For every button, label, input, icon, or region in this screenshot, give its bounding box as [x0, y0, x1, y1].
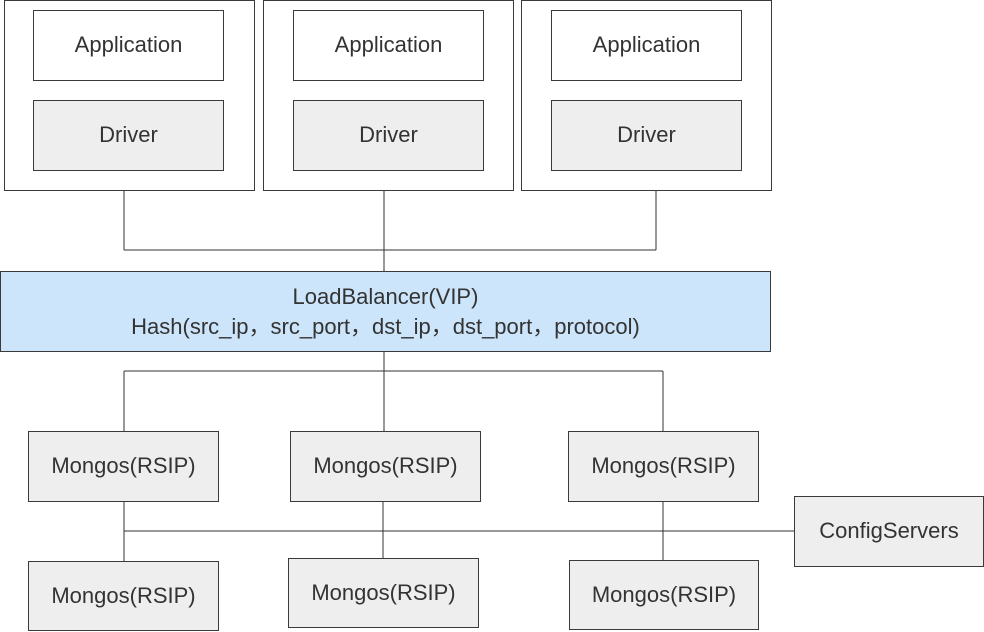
- config-servers-box: ConfigServers: [794, 496, 984, 567]
- application-box-3: Application: [551, 10, 742, 81]
- application-box-2: Application: [293, 10, 484, 81]
- driver-box-3: Driver: [551, 100, 742, 171]
- mongos-node-bottom-2: Mongos(RSIP): [288, 558, 479, 628]
- mongos-node-bottom-3: Mongos(RSIP): [569, 560, 759, 630]
- mongos-node-top-3: Mongos(RSIP): [568, 431, 759, 502]
- load-balancer-hash: Hash(src_ip，src_port，dst_ip，dst_port，pro…: [131, 313, 640, 339]
- mongos-node-top-1: Mongos(RSIP): [28, 431, 219, 502]
- driver-box-2: Driver: [293, 100, 484, 171]
- mongos-node-bottom-1: Mongos(RSIP): [28, 561, 219, 631]
- load-balancer-title: LoadBalancer(VIP): [292, 283, 479, 309]
- driver-box-1: Driver: [33, 100, 224, 171]
- application-box-1: Application: [33, 10, 224, 81]
- load-balancer-box: LoadBalancer(VIP) Hash(src_ip，src_port，d…: [0, 271, 771, 352]
- mongos-node-top-2: Mongos(RSIP): [290, 431, 481, 502]
